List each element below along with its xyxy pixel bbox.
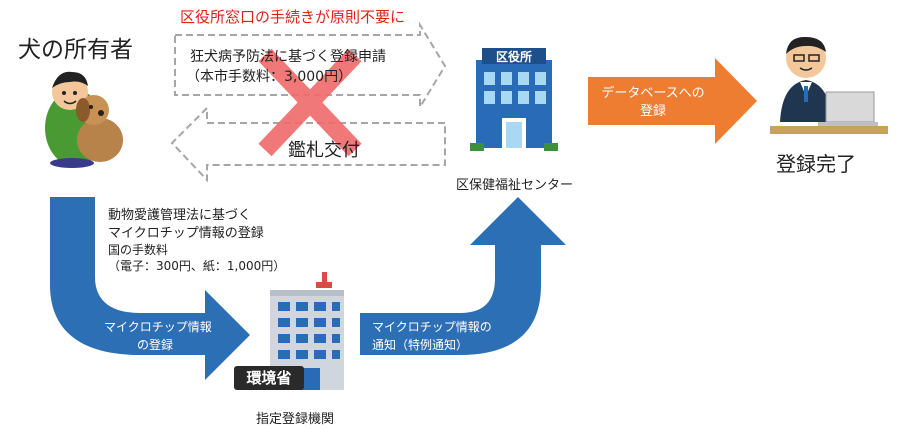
ward-office-sign: 区役所 <box>495 50 532 64</box>
database-arrow <box>588 58 757 144</box>
city-fee-text: （本市手数料：3,000円） <box>186 69 353 85</box>
flow-left-label-1: マイクロチップ情報 <box>104 320 212 334</box>
procedure-unnecessary-notice: 区役所窓口の手続きが原則不要に <box>180 8 406 26</box>
dog-owner-label: 犬の所有者 <box>18 37 133 63</box>
application-dashed-arrow <box>174 21 447 111</box>
rabies-application-text: 狂犬病予防法に基づく登録申請 <box>190 49 386 65</box>
microchip-registration-text: マイクロチップ情報の登録 <box>108 226 264 241</box>
designated-agency-label: 指定登録機関 <box>256 412 335 427</box>
flow-arrow-left <box>50 197 250 380</box>
cross-mark-icon <box>258 48 362 157</box>
office-worker-illustration <box>770 36 888 134</box>
database-registration-label-2: 登録 <box>639 104 666 119</box>
ministry-of-environment-sign: 環境省 <box>234 366 304 390</box>
tag-issue-text: 鑑札交付 <box>288 140 360 161</box>
flow-arrow-right <box>360 197 566 355</box>
animal-welfare-law-text: 動物愛護管理法に基づく <box>108 208 252 223</box>
national-fee-title: 国の手数料 <box>108 243 169 257</box>
database-registration-label-1: データベースへの <box>601 86 705 101</box>
ward-office-building-icon <box>470 48 558 151</box>
health-welfare-center-label: 区保健福祉センター <box>456 178 574 193</box>
flow-right-label-2: 通知（特例通知） <box>372 338 469 352</box>
dog-owner-illustration <box>45 71 123 168</box>
flow-left-label-2: の登録 <box>137 338 174 352</box>
national-fee-detail: （電子：300円、紙：1,000円） <box>108 259 286 273</box>
tag-issue-dashed-arrow <box>170 105 446 183</box>
flow-right-label-1: マイクロチップ情報の <box>372 320 492 334</box>
registration-complete-label: 登録完了 <box>776 152 856 176</box>
